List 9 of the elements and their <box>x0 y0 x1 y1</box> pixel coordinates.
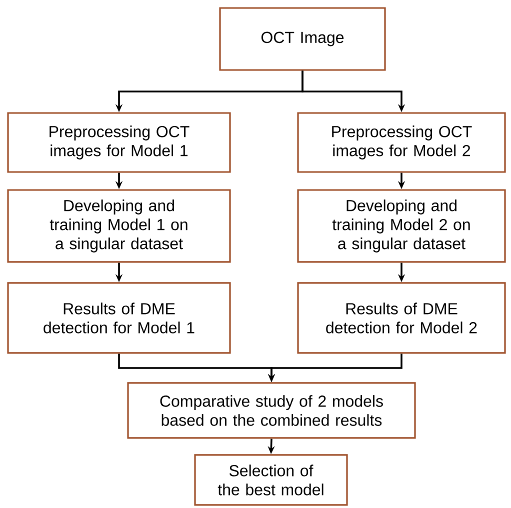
process-box: Results of DME detection for Model 1 <box>7 282 231 354</box>
process-box: Developing and training Model 2 on a singular dataset <box>297 189 506 263</box>
process-box: Developing and training Model 1 on a singular dataset <box>7 189 231 263</box>
process-box: Preprocessing OCT images for Model 1 <box>7 112 231 173</box>
process-box: Selection of the best model <box>194 454 348 506</box>
process-box: Comparative study of 2 models based on the combined results <box>127 382 416 439</box>
process-box: Preprocessing OCT images for Model 2 <box>297 112 506 173</box>
process-box: OCT Image <box>219 7 386 71</box>
process-box: Results of DME detection for Model 2 <box>297 282 506 354</box>
